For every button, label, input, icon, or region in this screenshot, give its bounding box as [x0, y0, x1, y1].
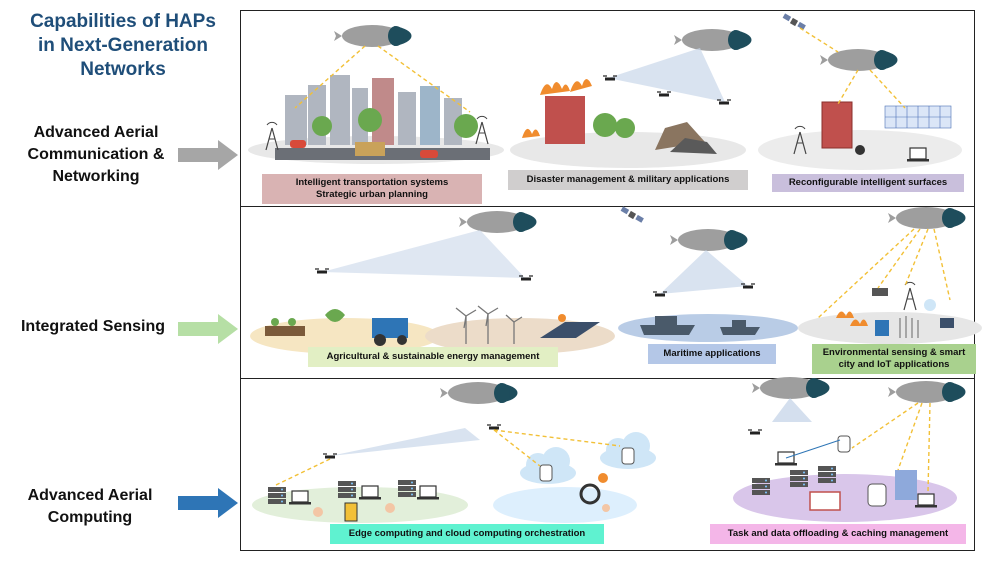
caption-edge-line-1: Edge computing and cloud computing orche… — [348, 528, 586, 539]
caption-its-line-2: Strategic urban planning — [316, 189, 428, 200]
diagram-frame — [240, 10, 975, 551]
caption-maritime-line-1: Maritime applications — [663, 348, 761, 359]
row-label-communication-line-2: Communication & — [27, 146, 165, 163]
row-label-sensing: Integrated Sensing — [4, 316, 182, 338]
row-divider-2 — [240, 378, 975, 379]
caption-env-line-1: Environmental sensing & smart — [822, 347, 966, 358]
caption-agri-line-1: Agricultural & sustainable energy manage… — [326, 351, 540, 362]
caption-agricultural-energy: Agricultural & sustainable energy manage… — [308, 347, 558, 367]
title-line-1: Capabilities of HAPs — [30, 11, 216, 32]
caption-maritime: Maritime applications — [648, 344, 776, 364]
arrow-sensing — [178, 314, 238, 344]
row-label-communication-line-1: Advanced Aerial — [33, 124, 159, 141]
arrow-communication — [178, 140, 238, 170]
caption-offload-line-1: Task and data offloading & caching manag… — [727, 528, 949, 539]
caption-edge-cloud-computing: Edge computing and cloud computing orche… — [330, 524, 604, 544]
title-line-2: in Next-Generation — [38, 35, 208, 56]
caption-intelligent-transportation: Intelligent transportation systems Strat… — [262, 174, 482, 204]
caption-its-line-1: Intelligent transportation systems — [295, 177, 449, 188]
title-line-3: Networks — [80, 59, 166, 80]
row-label-communication-line-3: Networking — [52, 168, 140, 185]
caption-env-line-2: city and IoT applications — [838, 359, 950, 370]
row-label-computing-line-1: Advanced Aerial — [27, 487, 153, 504]
page-title: Capabilities of HAPs in Next-Generation … — [8, 10, 238, 82]
row-label-sensing-line-1: Integrated Sensing — [20, 318, 166, 335]
row-label-computing-line-2: Computing — [47, 509, 133, 526]
caption-disaster-management: Disaster management & military applicati… — [508, 170, 748, 190]
row-label-computing: Advanced Aerial Computing — [20, 485, 160, 529]
caption-task-offloading: Task and data offloading & caching manag… — [710, 524, 966, 544]
caption-ris-line-1: Reconfigurable intelligent surfaces — [788, 177, 948, 188]
caption-disaster-line-1: Disaster management & military applicati… — [526, 174, 730, 185]
row-divider-1 — [240, 206, 975, 207]
arrow-computing — [178, 488, 238, 518]
row-label-communication: Advanced Aerial Communication & Networki… — [8, 122, 184, 188]
caption-reconfigurable-surfaces: Reconfigurable intelligent surfaces — [772, 174, 964, 192]
caption-environmental-sensing: Environmental sensing & smart city and I… — [812, 344, 976, 374]
